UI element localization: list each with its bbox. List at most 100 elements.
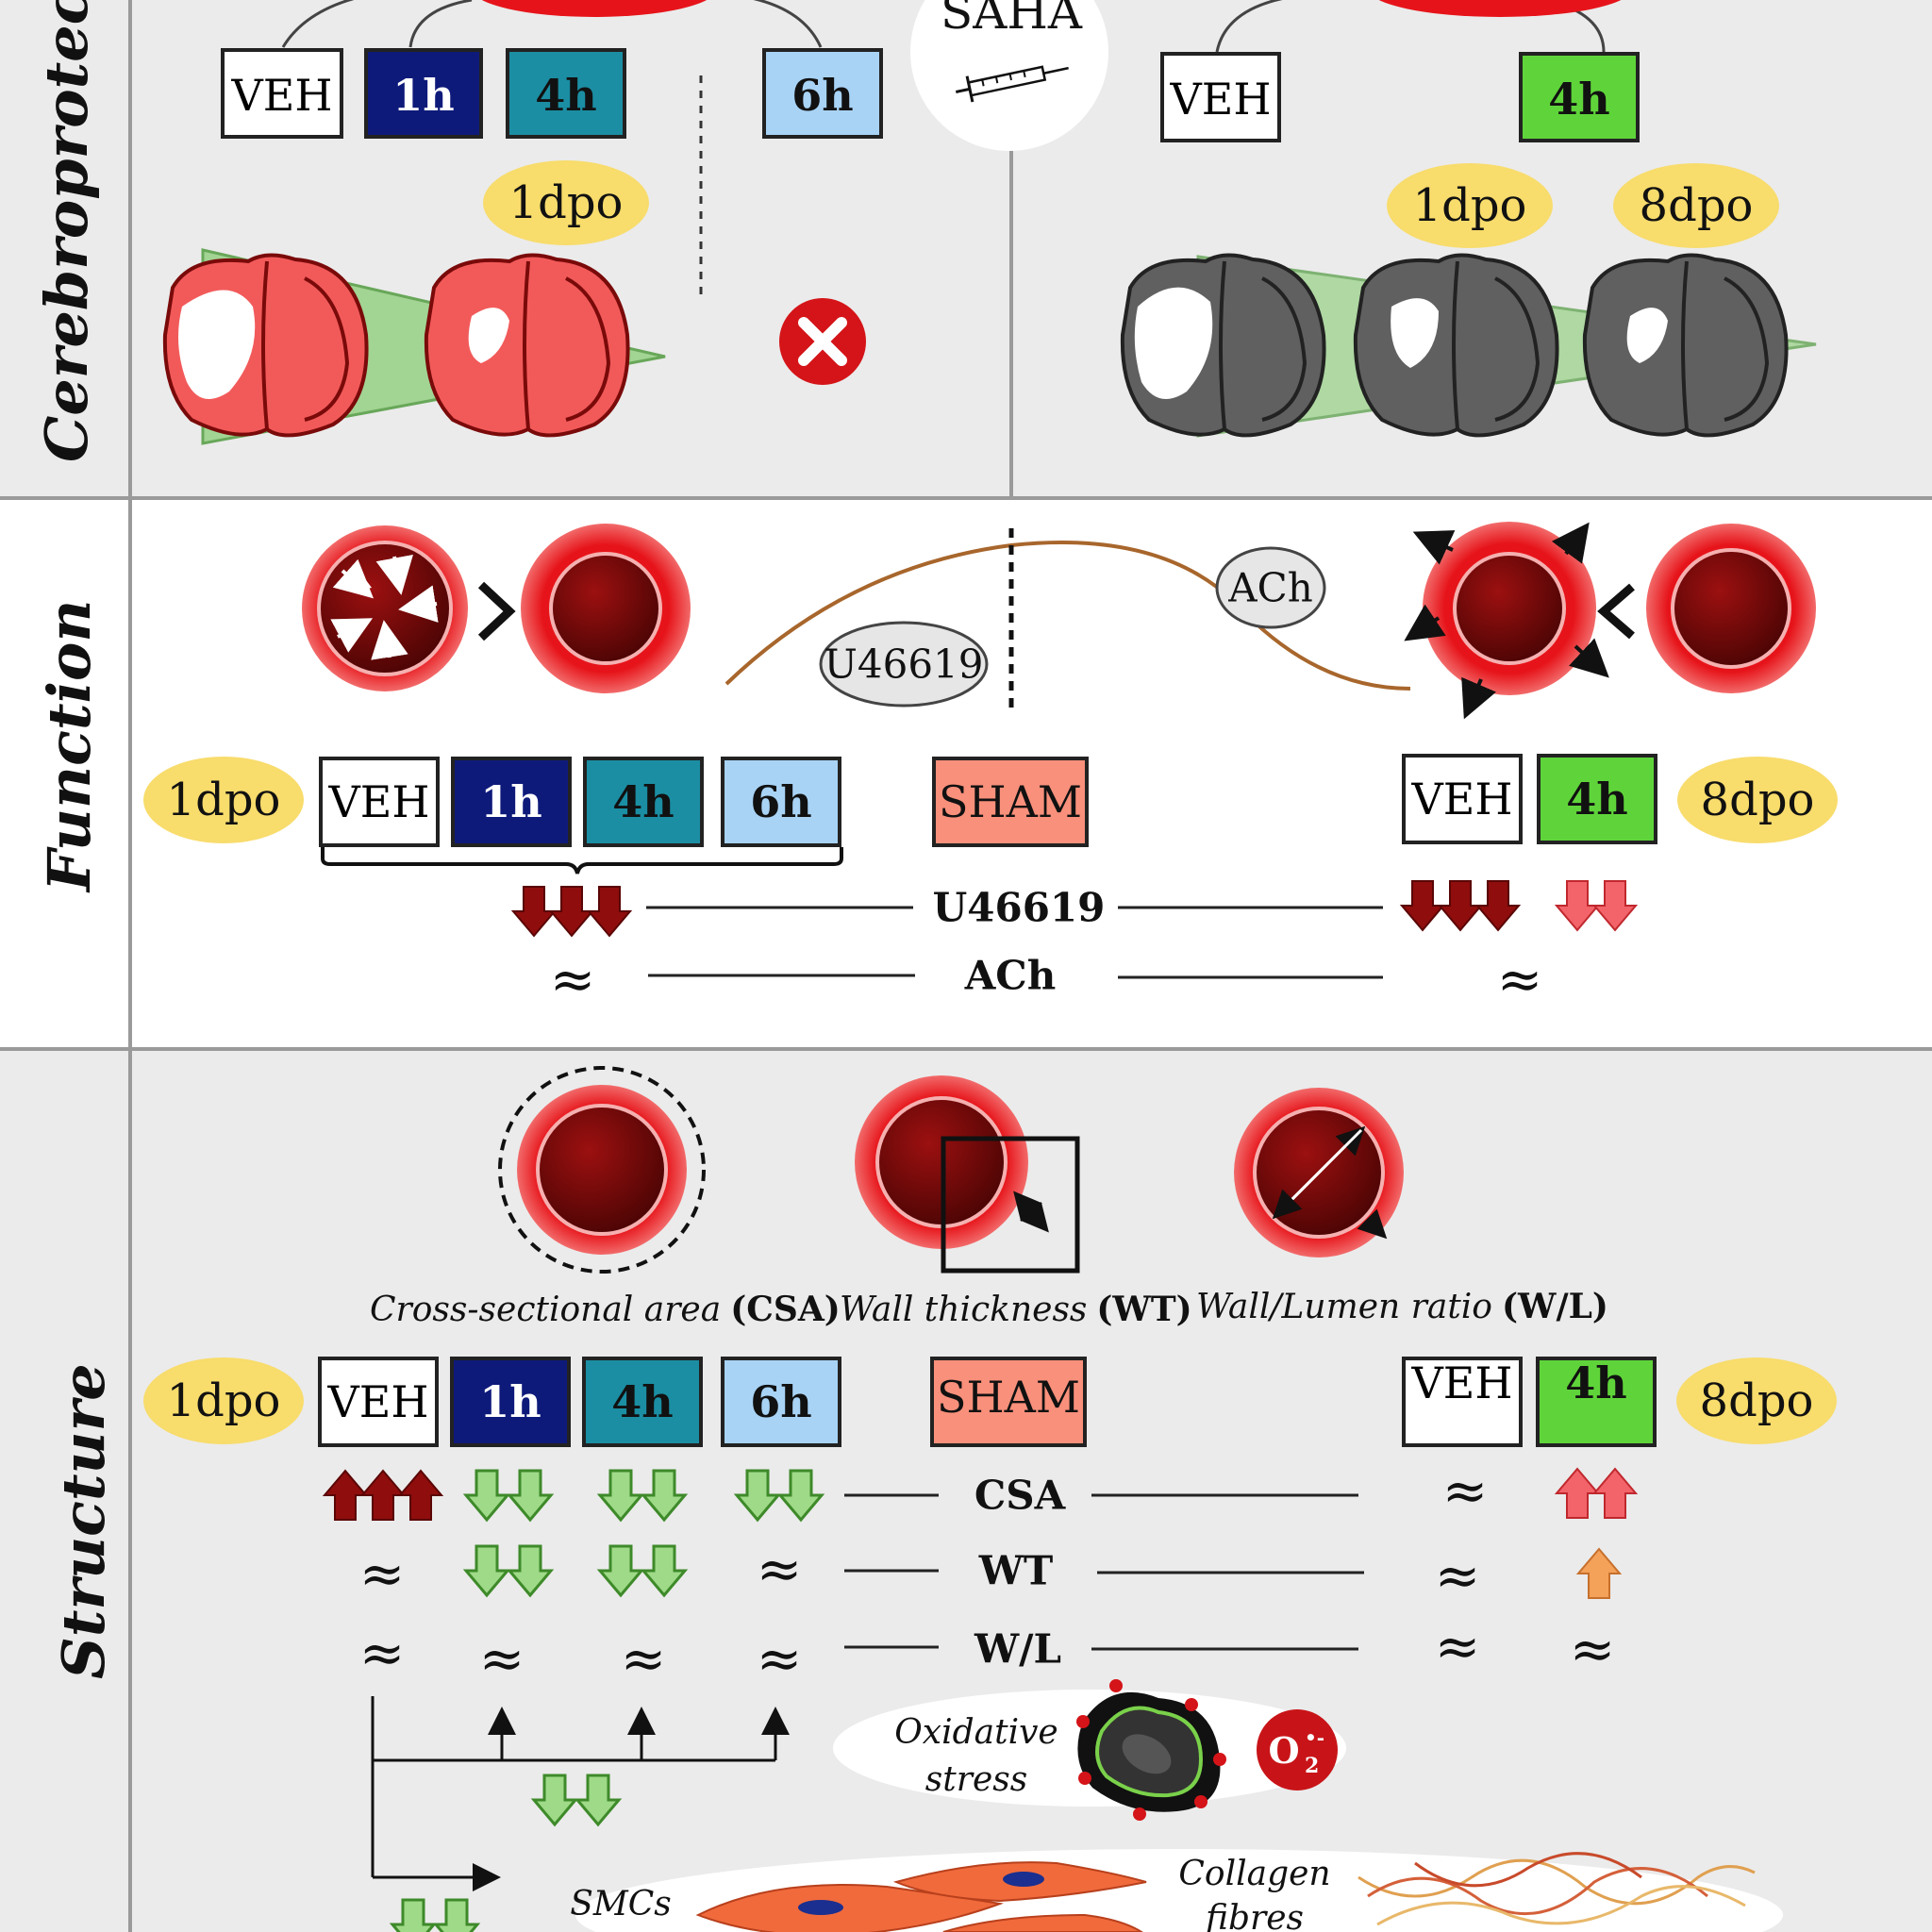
box-4h-label: 4h xyxy=(535,70,596,121)
saha-label: SAHA xyxy=(941,0,1083,40)
box-1h-function-label: 1h xyxy=(480,776,541,827)
box-6h-structure xyxy=(721,1357,841,1447)
box-4h-structure-label: 4h xyxy=(611,1376,673,1427)
badge-8dpo-right xyxy=(1613,163,1779,248)
box-4h-function-right xyxy=(1537,754,1657,844)
badge-8dpo-right-label: 8dpo xyxy=(1640,179,1754,232)
section-title-function: Function xyxy=(35,600,104,893)
smcs-label: SMCs xyxy=(570,1885,672,1924)
box-4h-function-right-label: 4h xyxy=(1566,774,1627,824)
caption-csa: Cross-sectional area(CSA) xyxy=(370,1290,841,1329)
box-sham-function-label: SHAM xyxy=(939,776,1082,827)
svg-text:•-: •- xyxy=(1305,1726,1324,1749)
arrows-u46619-left xyxy=(512,886,631,937)
arrows-u46619-right-veh xyxy=(1401,880,1520,931)
smc-cells-icon xyxy=(695,1861,1147,1932)
box-1h xyxy=(364,48,483,139)
box-veh-structure-right-label: VEH xyxy=(1411,1357,1513,1408)
box-6h-function xyxy=(721,757,841,847)
cross-icon xyxy=(779,298,866,385)
box-veh-right xyxy=(1160,52,1281,142)
box-4h-structure-right xyxy=(1536,1357,1657,1447)
section-title-cerebroprotection: Cerebroprotection xyxy=(32,0,101,462)
arrows-csa-veh xyxy=(324,1470,442,1521)
group-bracket xyxy=(321,847,843,874)
brain-slice-4h-1dpo-right xyxy=(1353,253,1559,438)
box-sham-structure xyxy=(930,1357,1087,1447)
box-6h xyxy=(762,48,883,139)
section-structure: Structure Cross-sectional area(CSA) xyxy=(0,1051,1932,1932)
approx-ach-left: ≈ xyxy=(550,947,596,1011)
brain-slice-4h-8dpo-right xyxy=(1582,253,1789,438)
box-4h-structure xyxy=(582,1357,703,1447)
approx-wt-veh-right: ≈ xyxy=(1435,1543,1481,1607)
vessel-normal-right-icon xyxy=(1646,524,1816,693)
box-4h-right xyxy=(1519,52,1640,142)
box-4h xyxy=(506,48,626,139)
box-4h-function xyxy=(583,757,704,847)
badge-1dpo-left-label: 1dpo xyxy=(509,176,624,229)
collagen-label-line2: fibres xyxy=(1203,1899,1304,1932)
collagen-label-line1: Collagen xyxy=(1178,1855,1330,1893)
measure-wt: WT xyxy=(978,1548,1053,1594)
approx-wl-1h: ≈ xyxy=(479,1626,525,1690)
caption-wl: Wall/Lumen ratio(W/L) xyxy=(1196,1287,1608,1326)
vessel-csa-icon xyxy=(498,1066,706,1274)
box-6h-function-label: 6h xyxy=(750,776,811,827)
box-1h-structure-label: 1h xyxy=(479,1376,541,1427)
box-sham-function xyxy=(932,757,1089,847)
approx-wl-4h: ≈ xyxy=(621,1626,667,1690)
box-veh-structure-label: VEH xyxy=(327,1376,429,1427)
measure-csa: CSA xyxy=(974,1473,1067,1519)
badge-1dpo-left xyxy=(483,160,649,245)
brain-slice-1h-1dpo xyxy=(424,253,630,438)
box-1h-label: 1h xyxy=(392,70,454,121)
badge-1dpo-function xyxy=(143,757,304,843)
badge-1dpo-right-label: 1dpo xyxy=(1413,179,1527,232)
badge-8dpo-structure xyxy=(1676,1357,1837,1444)
badge-1dpo-function-label: 1dpo xyxy=(167,774,281,826)
box-4h-function-label: 4h xyxy=(612,776,674,827)
box-veh xyxy=(221,48,343,139)
oxidative-label-line1: Oxidative xyxy=(894,1713,1058,1752)
box-4h-right-label: 4h xyxy=(1548,74,1609,125)
stroke-blob-left xyxy=(481,0,708,17)
approx-wl-4h-right: ≈ xyxy=(1570,1617,1616,1681)
svg-text:O: O xyxy=(1268,1729,1299,1772)
measure-u46619: U46619 xyxy=(933,885,1106,931)
brain-slice-veh-1dpo xyxy=(162,253,369,438)
approx-wt-6h: ≈ xyxy=(757,1537,803,1601)
box-veh-structure xyxy=(318,1357,439,1447)
box-veh-right-label: VEH xyxy=(1170,74,1272,125)
superoxide-icon: O 2 •- xyxy=(1257,1709,1338,1790)
box-4h-structure-right-label: 4h xyxy=(1565,1357,1626,1408)
cell-icon xyxy=(1076,1679,1226,1821)
box-veh-function-right-label: VEH xyxy=(1411,774,1513,824)
connector-lines xyxy=(371,1696,790,1891)
badge-8dpo-structure-label: 8dpo xyxy=(1700,1374,1814,1427)
section-title-structure: Structure xyxy=(49,1363,118,1679)
badge-ach-label: ACh xyxy=(1227,565,1313,611)
brain-slice-veh-1dpo-right xyxy=(1120,253,1326,438)
box-1h-function xyxy=(451,757,572,847)
badge-8dpo-function xyxy=(1677,757,1838,843)
vessel-dilated-icon xyxy=(1404,522,1609,720)
section-cerebroprotection: Cerebroprotection VEH 1h 4h 6h SAHA xyxy=(0,0,1932,498)
badge-u46619 xyxy=(819,621,989,708)
box-veh-function xyxy=(319,757,440,847)
approx-csa-veh-right: ≈ xyxy=(1442,1458,1489,1523)
approx-wl-veh-right: ≈ xyxy=(1435,1614,1481,1678)
box-6h-label: 6h xyxy=(791,70,853,121)
vessel-wt-icon xyxy=(855,1075,1080,1274)
vessel-constricted-icon xyxy=(302,525,468,691)
badge-8dpo-function-label: 8dpo xyxy=(1701,774,1815,826)
box-6h-structure-label: 6h xyxy=(750,1376,811,1427)
measure-ach: ACh xyxy=(964,953,1057,999)
syringe-icon xyxy=(955,65,1069,103)
box-veh-label: VEH xyxy=(231,70,333,121)
stroke-blob-right xyxy=(1378,0,1622,17)
box-veh-function-right xyxy=(1402,754,1523,844)
vessel-wl-icon xyxy=(1234,1088,1404,1257)
measure-wl: W/L xyxy=(974,1626,1061,1673)
